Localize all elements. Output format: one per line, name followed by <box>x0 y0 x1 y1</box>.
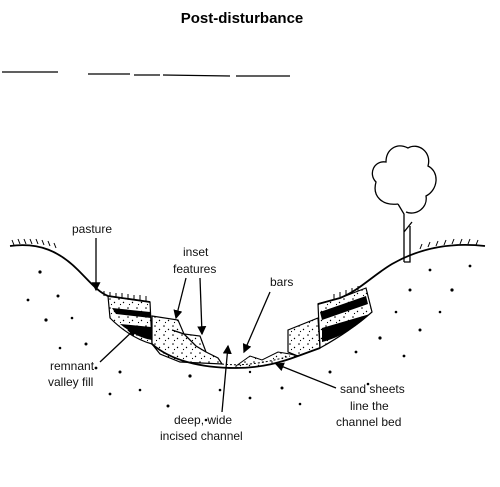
right-remnant-valley-fill <box>317 287 373 349</box>
leader-remnant <box>99 327 137 363</box>
leader-deep <box>221 344 232 413</box>
label-remnant-line1: remnant <box>50 359 95 373</box>
former-surface-dashed-line <box>2 71 290 77</box>
label-deep-line2: incised channel <box>160 429 243 443</box>
label-remnant-line2: valley fill <box>48 375 93 389</box>
label-sand-line2: line the <box>350 399 389 413</box>
grass-hatching <box>11 238 479 301</box>
inset-features <box>151 315 321 365</box>
leader-bars <box>242 291 271 354</box>
label-inset-line2: features <box>173 262 216 276</box>
label-sand-line3: channel bed <box>336 415 401 429</box>
leader-inset-2 <box>197 277 207 336</box>
valley-ground-surface <box>9 243 486 305</box>
diagram-title: Post-disturbance <box>181 10 304 27</box>
label-pasture: pasture <box>72 222 112 236</box>
left-remnant-valley-fill <box>107 295 153 345</box>
tree-icon <box>371 145 437 263</box>
label-sand-line1: sand sheets <box>340 382 405 396</box>
leader-sand <box>274 362 337 389</box>
label-bars: bars <box>270 275 293 289</box>
leader-inset-1 <box>173 277 187 320</box>
label-inset-line1: inset <box>183 245 209 259</box>
bedrock-gravel-dots <box>26 264 472 422</box>
sand-sheets <box>221 355 291 366</box>
label-deep-line1: deep, wide <box>174 413 232 427</box>
